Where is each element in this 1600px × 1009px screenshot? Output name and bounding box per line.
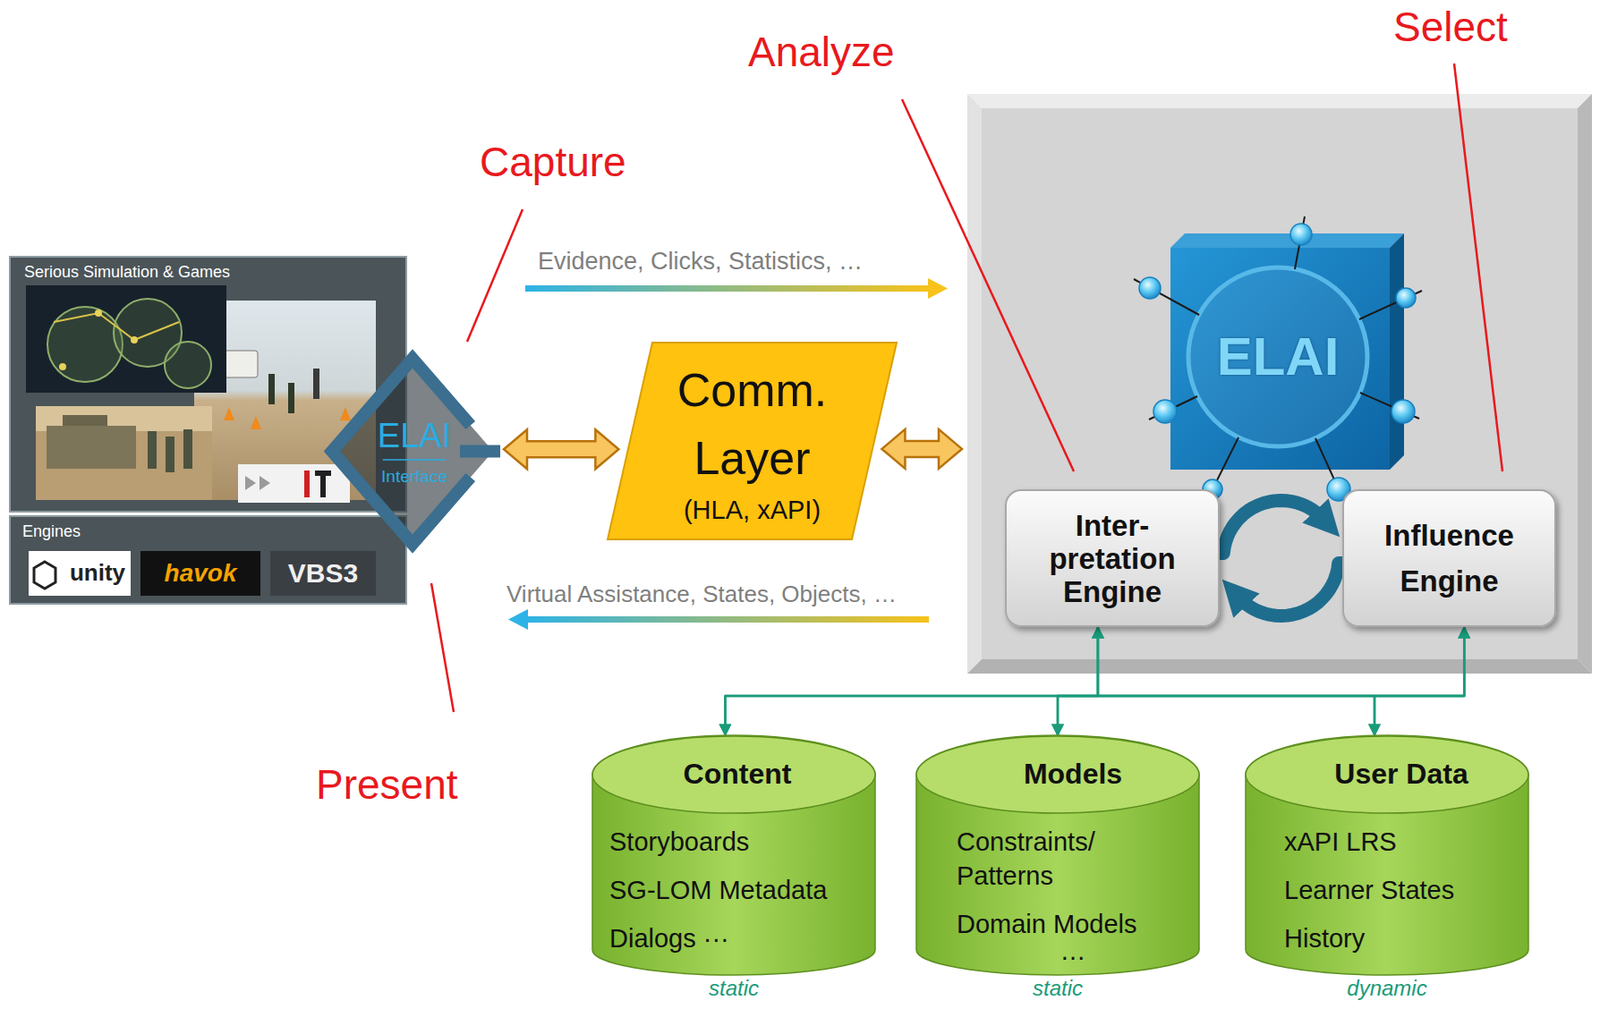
engine-logo: unity bbox=[69, 559, 126, 588]
diamond-outline bbox=[331, 358, 471, 545]
cylinder-body bbox=[1245, 735, 1529, 976]
engines-panel: Engines unity havok VBS3 bbox=[9, 516, 407, 605]
text-stack: Influence Engine bbox=[1356, 512, 1542, 605]
text-slot: Engines bbox=[22, 519, 220, 545]
text-slot: static bbox=[591, 977, 877, 1001]
store-item: Storyboards bbox=[609, 825, 749, 860]
cylinder-top bbox=[1245, 736, 1529, 814]
text-stack: Serious Simulation & Games bbox=[24, 262, 398, 282]
core-box-art bbox=[967, 93, 1592, 674]
stage-label: Present bbox=[315, 761, 459, 809]
text-stack: User Data xAPI LRS Learner StatesHistory bbox=[1284, 757, 1519, 956]
text-stack: Inter- pretation Engine bbox=[1019, 509, 1206, 609]
engine-label: Inter- pretation Engine bbox=[1019, 509, 1206, 609]
engine-box: Influence Engine bbox=[1342, 489, 1557, 628]
data-store-cylinder: ContentStoryboardsSG-LOM MetadataDialogs… bbox=[591, 735, 877, 1001]
interface-label: ELAI bbox=[377, 417, 452, 455]
cylinder-top bbox=[916, 736, 1200, 814]
cylinder-body bbox=[592, 735, 876, 976]
text-slot: ELAI bbox=[1143, 324, 1413, 390]
flow-label: Virtual Assistance, States, Objects, … bbox=[506, 581, 897, 609]
data-link bbox=[1374, 627, 1464, 736]
separator-line bbox=[382, 459, 447, 461]
text-area: Inter- pretation Engine bbox=[1019, 498, 1206, 619]
data-link bbox=[1057, 627, 1464, 736]
interface-label: Interface bbox=[381, 467, 448, 487]
cylinder-top bbox=[592, 736, 876, 814]
text-area: Serious Simulation & Games bbox=[24, 262, 398, 282]
engine-box: Inter- pretation Engine bbox=[1004, 489, 1220, 628]
text-stack: ContentStoryboardsSG-LOM MetadataDialogs… bbox=[609, 757, 866, 956]
stage-leader-lines bbox=[431, 63, 1503, 713]
panel-heading: Engines bbox=[22, 522, 81, 543]
text-slot: havok bbox=[140, 551, 261, 596]
stage-label: Analyze bbox=[748, 28, 895, 77]
data-link bbox=[724, 627, 1464, 736]
brain-cube-art bbox=[1133, 216, 1422, 502]
store-kind: dynamic bbox=[1346, 977, 1427, 1001]
cycle-arrow bbox=[1219, 501, 1326, 554]
layer-protocols: (HLA, xAPI) bbox=[683, 493, 821, 527]
store-kind: static bbox=[708, 977, 759, 1001]
panel-heading: Serious Simulation & Games bbox=[24, 262, 230, 282]
text-slot: VBS3 bbox=[270, 551, 376, 596]
text-area: Influence Engine bbox=[1356, 498, 1542, 619]
text-area: ContentStoryboardsSG-LOM MetadataDialogs… bbox=[609, 757, 866, 956]
stage-label: Select bbox=[1393, 3, 1508, 52]
text-stack: Comm. Layer(HLA, xAPI) bbox=[660, 356, 844, 527]
text-stack: ModelsConstraints/ PatternsDomain Models… bbox=[956, 757, 1190, 962]
store-heading: Content bbox=[609, 757, 866, 792]
layer-label: Comm. Layer bbox=[660, 356, 844, 493]
text-area: User Data xAPI LRS Learner StatesHistory bbox=[1284, 757, 1519, 956]
text-stack: ELAI Interface bbox=[355, 417, 474, 487]
parallelogram-shape bbox=[607, 342, 897, 540]
store-kind: static bbox=[1032, 977, 1083, 1001]
engine-logo: VBS3 bbox=[288, 557, 358, 590]
text-area: ELAI Interface bbox=[355, 360, 474, 543]
data-link bbox=[1057, 627, 1098, 736]
interface-plug bbox=[459, 445, 501, 459]
data-store-cylinder: ModelsConstraints/ PatternsDomain Models… bbox=[915, 735, 1200, 1001]
interface-link bbox=[503, 429, 619, 469]
store-item: Constraints/ Patterns bbox=[956, 825, 1127, 894]
store-heading: Models bbox=[956, 757, 1190, 792]
store-item: xAPI LRS bbox=[1284, 825, 1397, 860]
store-item: Domain Models bbox=[956, 907, 1137, 942]
text-area: Comm. Layer(HLA, xAPI) bbox=[660, 348, 844, 534]
engine-label: Influence Engine bbox=[1356, 512, 1542, 605]
cycle-arrow bbox=[1236, 563, 1343, 617]
text-slot: unity bbox=[59, 551, 137, 596]
engine-logo: havok bbox=[164, 558, 238, 589]
data-store-cylinder: User Data xAPI LRS Learner StatesHistory dy… bbox=[1244, 735, 1530, 1001]
interface-diamond: ELAI Interface bbox=[324, 351, 501, 552]
stage-label: Capture bbox=[479, 138, 627, 187]
store-item: History bbox=[1284, 921, 1365, 956]
data-link bbox=[1097, 627, 1375, 736]
elai-core-box: ELAI Inter- pretation Engine Influence Eng… bbox=[967, 93, 1592, 674]
store-item: Dialogs ··· bbox=[609, 921, 730, 956]
text-area: ModelsConstraints/ PatternsDomain Models… bbox=[956, 757, 1190, 962]
store-item: SG-LOM Metadata bbox=[609, 873, 827, 908]
cylinder-body bbox=[916, 735, 1200, 976]
text-slot: static bbox=[915, 977, 1200, 1001]
data-link bbox=[724, 627, 1098, 736]
comm-layer-parallelogram: Comm. Layer(HLA, xAPI) bbox=[606, 341, 898, 541]
flow-label: Evidence, Clicks, Statistics, … bbox=[537, 247, 863, 276]
core-label: ELAI bbox=[1217, 327, 1340, 387]
core-link bbox=[881, 429, 962, 469]
text-slot: dynamic bbox=[1244, 977, 1530, 1001]
store-item: Learner States bbox=[1284, 873, 1455, 908]
store-item: … bbox=[956, 941, 1190, 962]
store-heading: User Data bbox=[1284, 757, 1519, 792]
